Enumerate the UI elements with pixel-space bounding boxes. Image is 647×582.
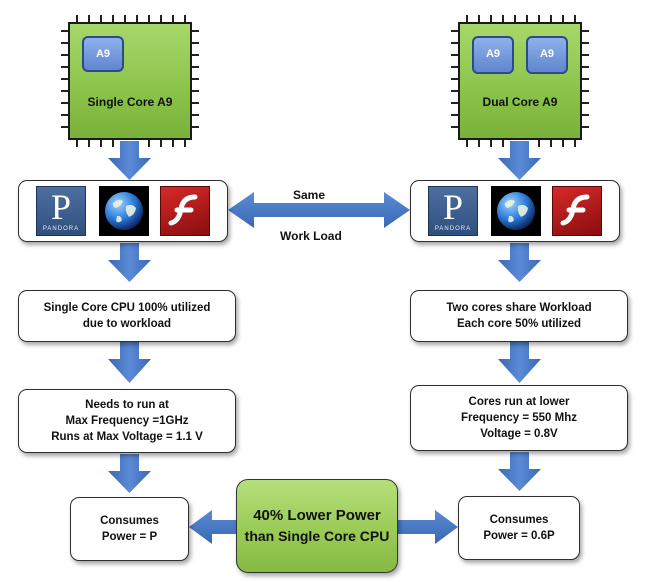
arrow-down-right-3 [498,342,541,383]
lower-power-box: 40% Lower Power than Single Core CPU [236,479,398,573]
left-utilization-box: Single Core CPU 100% utilized due to wor… [18,290,236,342]
left-consumes-box: Consumes Power = P [70,497,189,561]
text-line: Single Core CPU 100% utilized [43,302,211,314]
single-core-chip: A9 Single Core A9 [68,22,192,140]
globe-icon [99,186,149,236]
a9-core-2: A9 [526,36,568,74]
arrow-down-left-4 [108,454,151,493]
arrow-right-consumes [398,510,458,544]
flash-icon [160,186,210,236]
text-line: Two cores share Workload [446,302,592,314]
text-line: Needs to run at [85,399,169,411]
arrow-down-left-3 [108,342,151,383]
arrow-down-right-4 [498,452,541,491]
right-consumes-box: Consumes Power = 0.6P [458,496,580,560]
text-line: Voltage = 0.8V [480,428,558,440]
text-line: Consumes [100,515,159,527]
flash-icon [552,186,602,236]
text-line: Runs at Max Voltage = 1.1 V [51,431,203,443]
arrow-down-left-2 [108,243,151,282]
dual-core-chip: A9 A9 Dual Core A9 [458,22,582,140]
text-line: Cores run at lower [468,396,570,408]
left-frequency-box: Needs to run at Max Frequency =1GHz Runs… [18,389,236,453]
work-load-label: Work Load [280,229,342,243]
arrow-down-left-1 [108,141,151,180]
headline: 40% Lower Power [253,507,381,524]
same-label: Same [293,188,326,202]
chip-title: Single Core A9 [87,95,173,109]
pandora-wordmark: PANDORA [42,226,80,232]
double-arrow-workload [228,192,410,228]
text-line: Consumes [489,514,549,526]
pandora-icon: P PANDORA [36,186,86,236]
a9-core: A9 [82,36,124,72]
chip-title: Dual Core A9 [482,95,558,109]
pandora-wordmark: PANDORA [434,226,472,232]
text-line: Max Frequency =1GHz [65,415,189,427]
right-utilization-box: Two cores share Workload Each core 50% u… [410,290,628,342]
text-line: Frequency = 550 Mhz [461,412,577,424]
text-line: due to workload [82,318,172,330]
arrow-down-right-1 [498,141,541,180]
a9-core-1: A9 [472,36,514,74]
text-line: Each core 50% utilized [457,318,581,330]
pandora-icon: P PANDORA [428,186,478,236]
globe-icon [491,186,541,236]
right-frequency-box: Cores run at lower Frequency = 550 Mhz V… [410,385,628,451]
text-line: Power = 0.6P [483,530,555,542]
text-line: Power = P [101,531,158,543]
arrow-left-consumes [189,510,238,544]
arrow-down-right-2 [498,243,541,282]
subheadline: than Single Core CPU [244,528,390,544]
